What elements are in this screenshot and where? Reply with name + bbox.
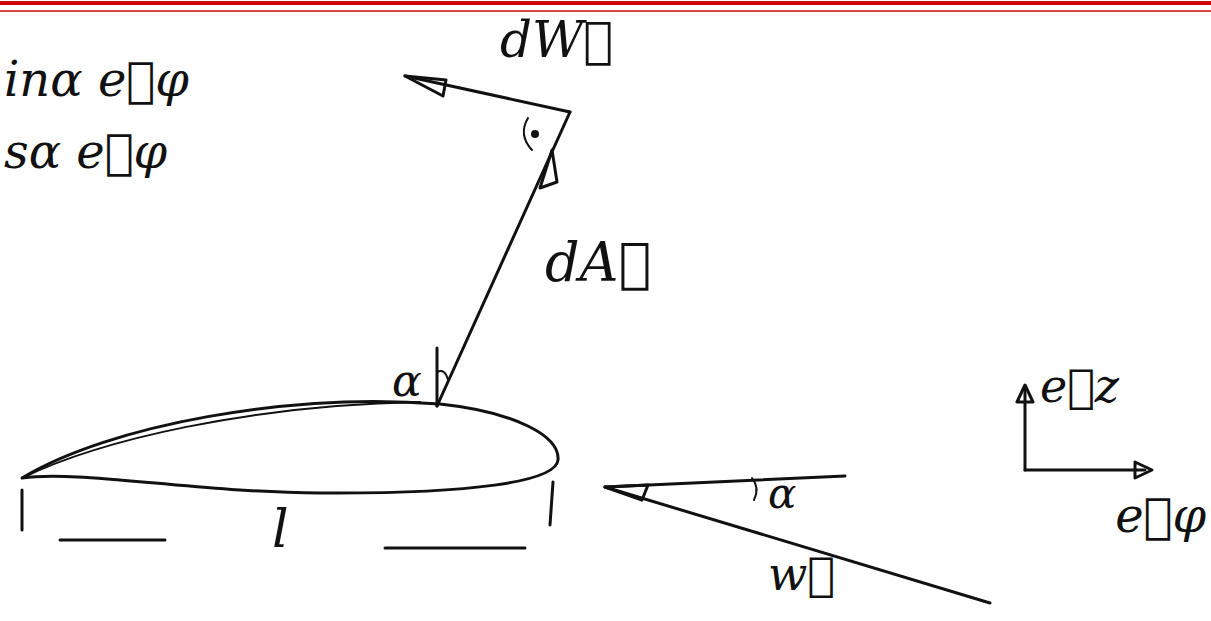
- formula-text: inα e⃗φ: [4, 52, 189, 107]
- axis-label: e⃗φ: [1115, 488, 1206, 543]
- dimension-line: [385, 547, 525, 550]
- dimension-tick: [21, 490, 24, 530]
- axis-line: [1025, 469, 1145, 472]
- arrow-head: [1017, 385, 1033, 402]
- angle-label: α: [392, 356, 422, 407]
- right-angle-mark: [524, 118, 532, 150]
- arrow-head: [405, 76, 446, 96]
- reference-line: [605, 476, 845, 487]
- dimension-line: [60, 539, 165, 542]
- angle-label: α: [768, 470, 796, 518]
- force-vector: [405, 76, 570, 112]
- reference-line: [436, 348, 439, 406]
- dimension-tick: [550, 482, 553, 525]
- angle-arc: [437, 371, 448, 380]
- vector-label: w⃗: [768, 548, 835, 601]
- header-rule: [0, 1, 1211, 5]
- right-angle-dot: [533, 132, 538, 137]
- airfoil-profile: [22, 402, 558, 494]
- velocity-vector: [605, 487, 990, 603]
- axis-label: e⃗z: [1040, 360, 1119, 413]
- arrow-head: [540, 150, 557, 188]
- formula-text: sα e⃗φ: [4, 124, 167, 179]
- angle-arc: [752, 478, 757, 500]
- arrow-head: [1135, 462, 1152, 478]
- dimension-label: l: [272, 500, 289, 560]
- vector-label: dW⃗: [500, 12, 613, 70]
- airfoil-profile: [22, 402, 420, 478]
- vector-label: dA⃗: [545, 232, 651, 294]
